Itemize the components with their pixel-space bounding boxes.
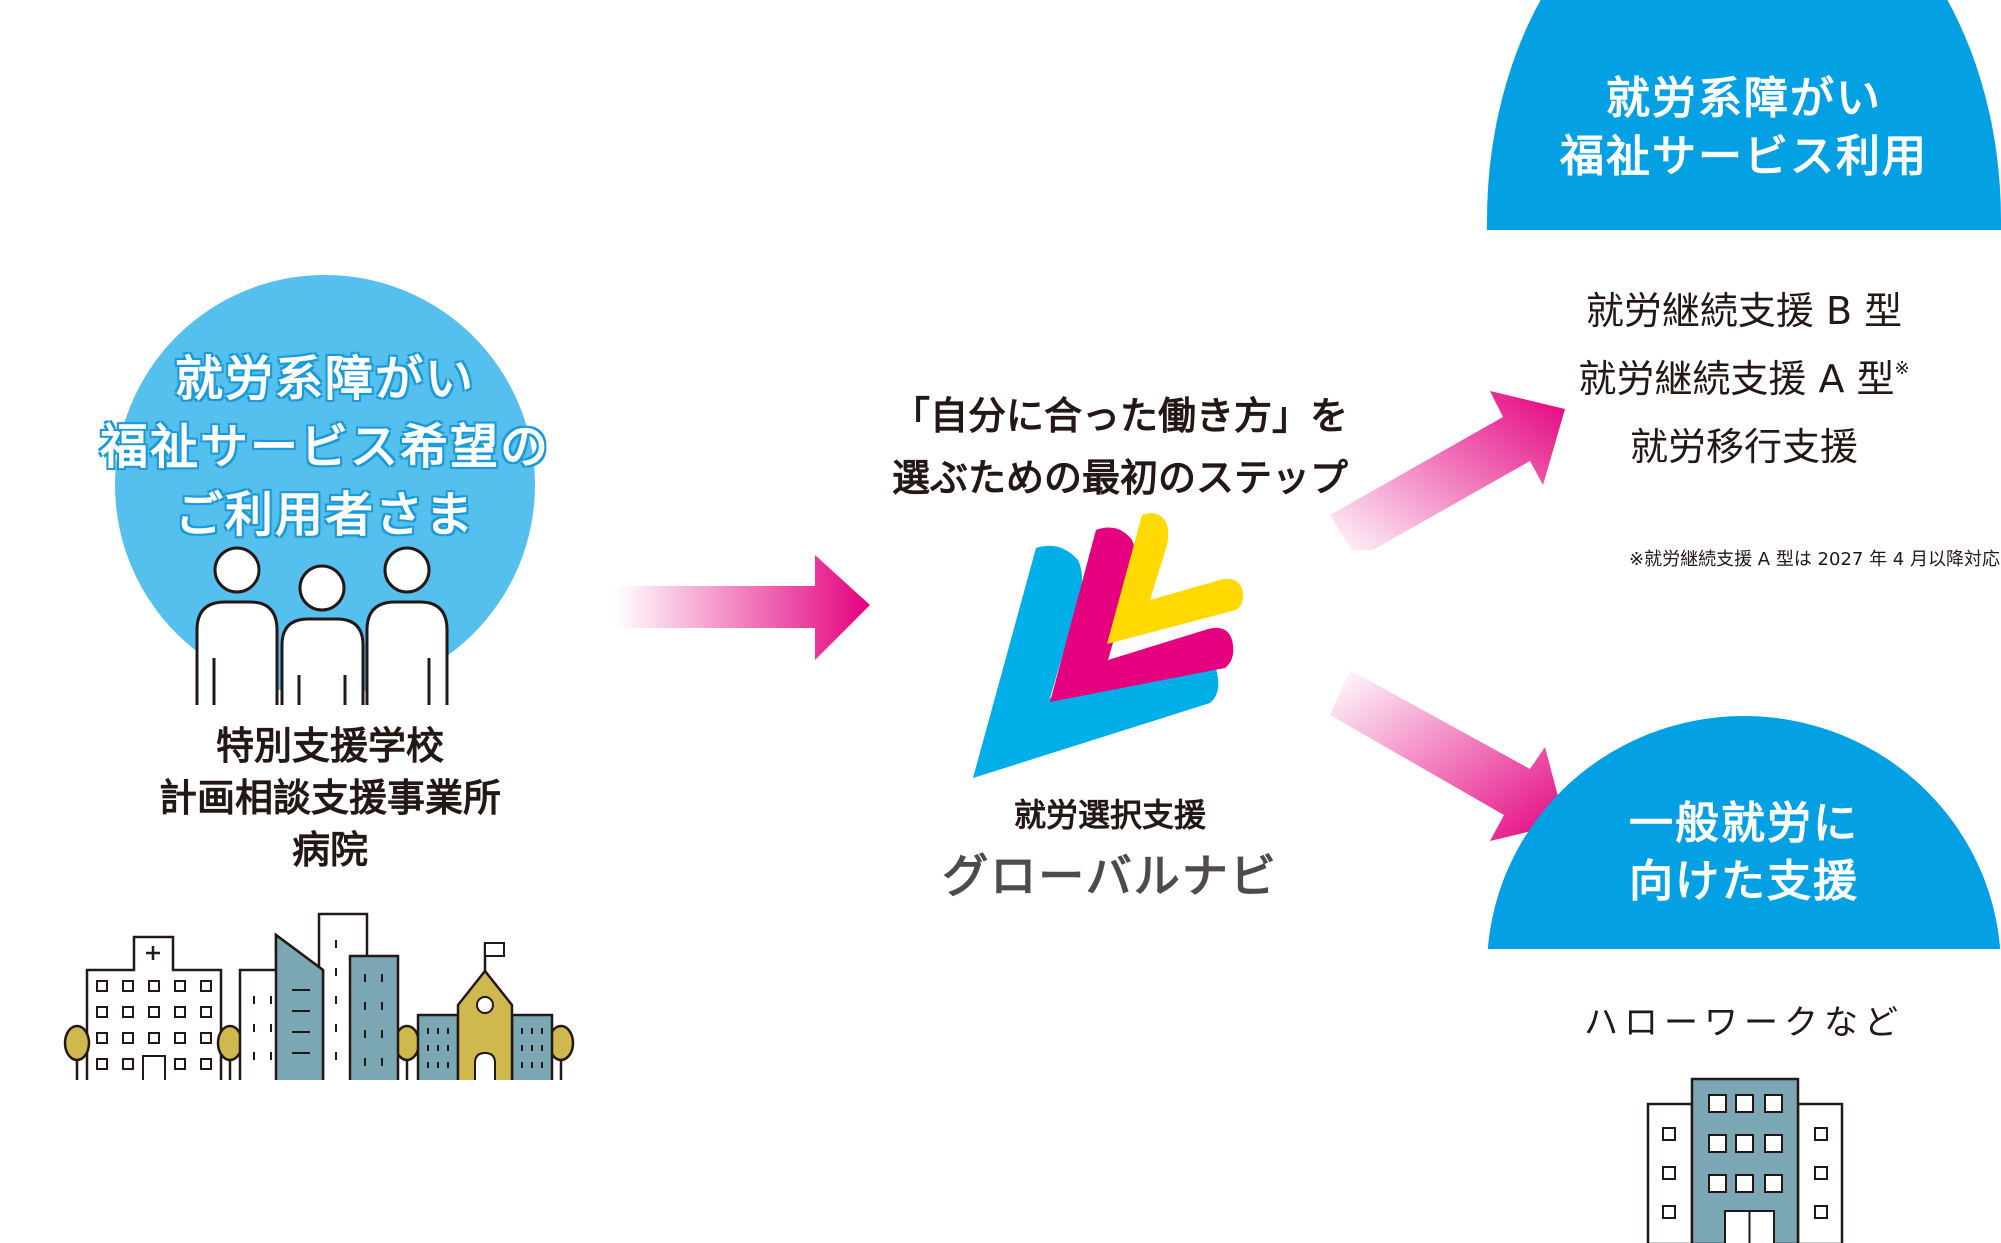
hospital-icon [85,935,223,1080]
general-employment-dome [1487,716,2001,949]
city-buildings-icon [63,912,575,1080]
referral-source: 計画相談支援事業所 [158,776,501,820]
office-building-icon [1646,1077,1844,1243]
footnote: ※就労継続支援 A 型は 2027 年 4 月以降対応 [1629,549,2000,570]
general-employment-title-line: 一般就労に [1629,798,1859,849]
employment-examples: ハローワークなど [1584,1003,1904,1043]
target-users-title: 就労系障がい 福祉サービス希望の ご利用者さま [60,345,590,549]
service-item: 就労継続支援 A 型※ [1578,357,1910,401]
arrow-right-icon [615,555,870,660]
tagline-line: 「自分に合った働き方」を [891,394,1348,438]
general-employment-title: 一般就労に 向けた支援 [1487,795,2001,911]
service-tagline: 「自分に合った働き方」を 選ぶための最初のステップ [860,385,1380,509]
welfare-service-dome [1487,0,2001,230]
logo-subtitle: 就労選択支援 [1013,796,1206,834]
school-icon [416,942,554,1080]
welfare-service-title: 就労系障がい 福祉サービス利用 [1487,70,2001,186]
target-users-title-line: ご利用者さま [174,487,475,543]
tagline-line: 選ぶための最初のステップ [891,456,1348,500]
service-item: 就労移行支援 [1629,425,1858,469]
welfare-services-list: 就労継続支援 B 型 就労継続支援 A 型※ 就労移行支援 [1487,272,2001,476]
people-group-icon [195,546,449,705]
arrow-up-right-icon [1330,391,1565,550]
referral-sources: 特別支援学校 計画相談支援事業所 病院 [100,720,560,876]
referral-source: 特別支援学校 [215,724,444,768]
global-navi-logo-icon [973,513,1244,778]
target-users-title-line: 就労系障がい [174,351,475,407]
logo-name: グローバルナビ [942,849,1278,903]
welfare-service-title-line: 福祉サービス利用 [1560,131,1928,182]
welfare-service-title-line: 就労系障がい [1606,73,1882,124]
referral-source: 病院 [291,828,368,872]
general-employment-title-line: 向けた支援 [1629,856,1859,907]
arrow-down-right-icon [1330,670,1565,841]
target-users-title-line: 福祉サービス希望の [99,419,550,475]
footnote-mark: ※ [1894,358,1910,379]
service-item: 就労継続支援 B 型 [1585,289,1903,333]
